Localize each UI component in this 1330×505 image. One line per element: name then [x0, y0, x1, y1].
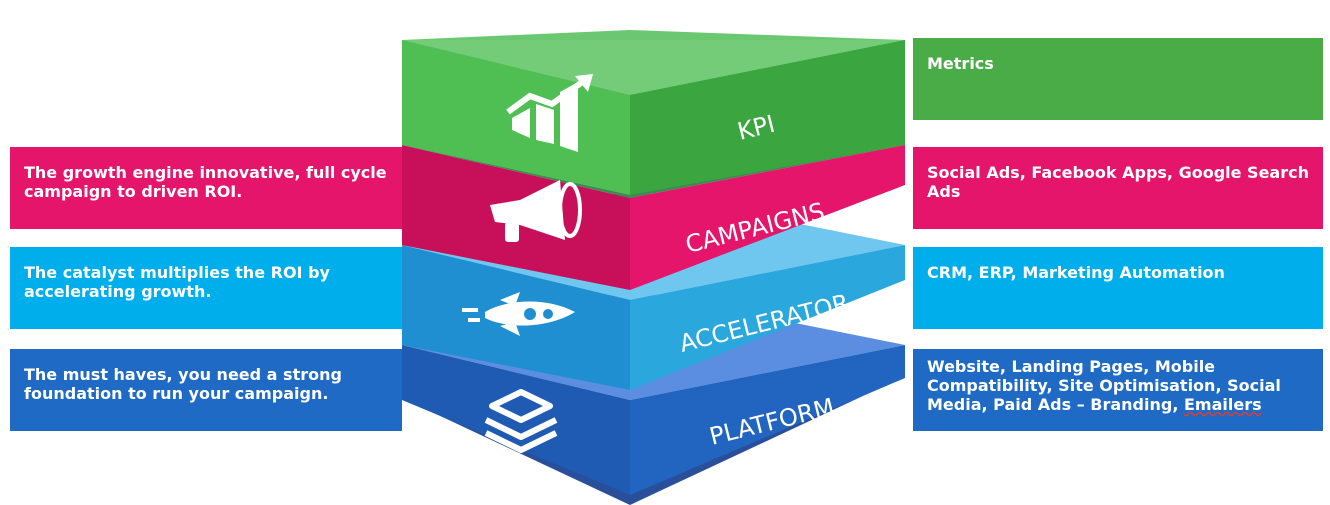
right-box-accelerator: CRM, ERP, Marketing Automation: [913, 247, 1323, 329]
right-box-campaigns-text: Social Ads, Facebook Apps, Google Search…: [927, 163, 1309, 201]
left-box-campaigns-text: The growth engine innovative, full cycle…: [24, 163, 387, 201]
layers-icon: [484, 389, 558, 453]
layer-kpi: KPI: [402, 30, 905, 195]
right-box-platform-emailers: Emailers: [1183, 395, 1262, 414]
megaphone-icon: [490, 180, 582, 242]
left-box-platform: The must haves, you need a strong founda…: [10, 349, 402, 431]
growth-chart-icon: [506, 74, 593, 152]
right-box-campaigns: Social Ads, Facebook Apps, Google Search…: [913, 147, 1323, 229]
right-box-platform: Website, Landing Pages, Mobile Compatibi…: [913, 349, 1323, 431]
left-box-accelerator-text: The catalyst multiplies the ROI by accel…: [24, 263, 330, 301]
right-box-platform-main: Website, Landing Pages, Mobile Compatibi…: [927, 357, 1281, 414]
right-box-kpi: Metrics: [913, 38, 1323, 120]
right-box-platform-text: Website, Landing Pages, Mobile Compatibi…: [927, 357, 1281, 414]
right-box-kpi-text: Metrics: [927, 54, 994, 73]
left-box-platform-text: The must haves, you need a strong founda…: [24, 365, 342, 403]
left-box-accelerator: The catalyst multiplies the ROI by accel…: [10, 247, 402, 329]
rocket-icon: [462, 292, 575, 336]
right-box-accelerator-text: CRM, ERP, Marketing Automation: [927, 263, 1225, 282]
left-box-campaigns: The growth engine innovative, full cycle…: [10, 147, 402, 229]
